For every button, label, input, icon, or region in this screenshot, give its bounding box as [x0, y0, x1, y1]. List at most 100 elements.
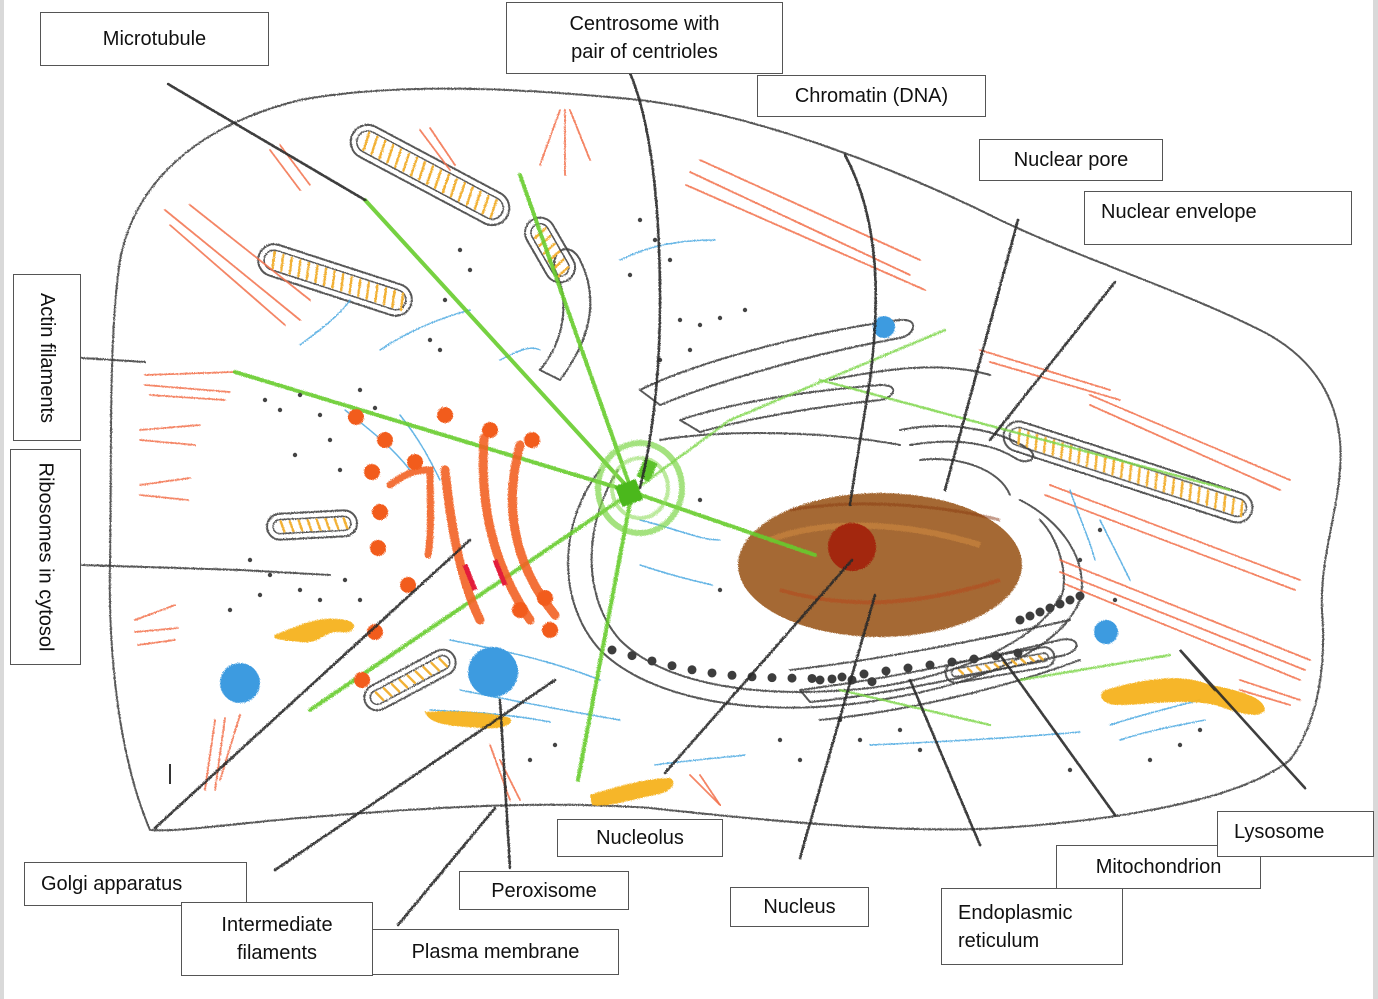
label-golgi: Golgi apparatus [24, 862, 247, 906]
crista [297, 259, 302, 278]
ribosome [357, 597, 363, 603]
mitochondrion [257, 243, 413, 317]
ribosome [337, 467, 343, 473]
label-nucleus: Nucleus [730, 887, 869, 927]
er-ribosome [867, 677, 877, 687]
crista [430, 661, 441, 672]
leader-actin [81, 357, 146, 363]
er-ribosome [881, 666, 891, 676]
crista [370, 135, 379, 156]
crista [365, 281, 371, 300]
microtubules [233, 173, 1232, 782]
ribosome [1197, 727, 1203, 733]
label-text: Nuclear pore [1013, 149, 1129, 171]
crista [1077, 447, 1081, 465]
ribosome [1077, 557, 1083, 563]
er-ribosomes [607, 591, 1085, 687]
ribosome [652, 237, 658, 243]
crista [1162, 475, 1167, 493]
er-ribosome [1075, 591, 1085, 601]
crista [449, 177, 458, 198]
golgi-vesicle [348, 409, 364, 425]
crista [441, 173, 450, 194]
mitochondrion-outer-membrane [266, 509, 358, 541]
mitochondrion-outer-membrane [257, 243, 413, 317]
leader-centrosome [628, 71, 662, 490]
ribosome [1067, 767, 1073, 773]
crista [422, 665, 433, 676]
crista [288, 256, 294, 275]
leader-peroxisome [498, 698, 512, 870]
lysosomes [274, 618, 1265, 806]
label-text: Chromatin (DNA) [794, 85, 949, 107]
crista [966, 667, 973, 674]
nucleus [738, 493, 1022, 637]
er-ribosome [1025, 611, 1035, 621]
er-ribosome [815, 675, 825, 685]
crista [481, 194, 490, 215]
crista [306, 519, 313, 532]
crista [331, 270, 336, 289]
leader-nuclear-envelope [988, 280, 1117, 442]
er-ribosome [1015, 615, 1025, 625]
mitochondrion-inner-membrane [530, 222, 570, 278]
label-text: Actin filaments [36, 292, 58, 423]
crista [271, 250, 276, 270]
crista [399, 292, 405, 312]
crista [473, 190, 482, 211]
mitochondrion-outer-membrane [363, 648, 457, 712]
crista [1011, 659, 1018, 666]
nuclear-envelope [567, 469, 1083, 709]
er-ribosome [827, 674, 837, 684]
crista [1094, 453, 1099, 470]
label-text: Lysosome [1234, 821, 1325, 843]
crista [1028, 656, 1036, 663]
er-ribosome [787, 673, 797, 683]
label-text: Centrosome with pair of centrioles [569, 13, 720, 63]
mitochondrion-outer-membrane [524, 216, 576, 284]
crista [417, 160, 427, 181]
crista [556, 266, 570, 279]
crista [1145, 470, 1150, 487]
ribosome [467, 267, 473, 273]
centrosome [595, 440, 685, 536]
ribosome [677, 317, 683, 323]
crista [374, 691, 385, 702]
crista [305, 261, 311, 281]
ribosome [797, 757, 803, 763]
ribosomes [227, 217, 1203, 773]
crista [1119, 461, 1124, 479]
label-text: Intermediate filaments [221, 914, 333, 964]
ribosome [427, 337, 433, 343]
ribosome [637, 217, 643, 223]
label-text: Mitochondrion [1095, 856, 1222, 878]
crista [465, 186, 474, 206]
crista [958, 668, 965, 675]
ribosome [777, 737, 783, 743]
er-ribosome [767, 673, 777, 683]
leader-mitochondrion [998, 653, 1117, 817]
crista [984, 664, 991, 671]
crista [324, 518, 331, 531]
label-text: Plasma membrane [411, 941, 580, 963]
label-ribosomes: Ribosomes in cytosol [10, 449, 81, 665]
crista [333, 517, 340, 530]
golgi-vesicle [367, 624, 383, 640]
crista [382, 687, 393, 697]
crista [402, 152, 411, 173]
label-text: Nuclear envelope [1101, 201, 1257, 223]
page-edge-right [1373, 0, 1378, 999]
er-ribosome [1055, 599, 1065, 609]
golgi-vesicle [372, 504, 388, 520]
mitochondria [257, 123, 1254, 712]
text-cursor [169, 764, 171, 784]
leader-microtubule [166, 82, 367, 202]
label-text: Microtubule [102, 28, 207, 50]
er-ribosome [807, 673, 817, 683]
crista [1137, 467, 1141, 484]
leader-nuclear-pore [943, 218, 1020, 492]
ribosome [247, 557, 253, 563]
ribosome [717, 587, 723, 593]
plasma-membrane [108, 87, 1342, 832]
crista [1085, 450, 1090, 468]
